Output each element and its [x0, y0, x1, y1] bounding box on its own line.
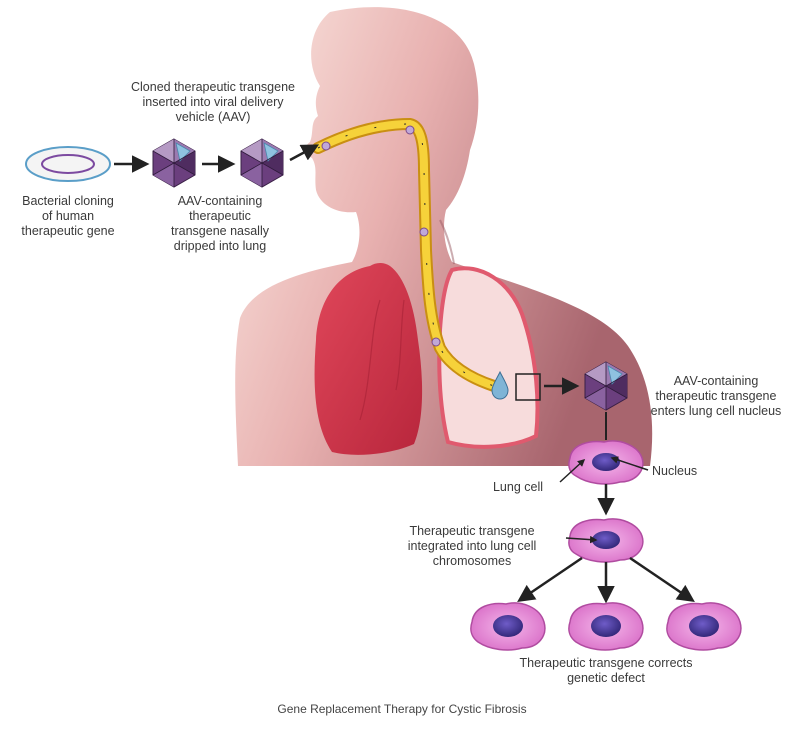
figure-caption: Gene Replacement Therapy for Cystic Fibr…: [0, 702, 804, 716]
label-lung-cell: Lung cell: [478, 480, 558, 495]
label-line: vehicle (AAV): [108, 110, 318, 125]
label-line: of human: [8, 209, 128, 224]
label-line: Therapeutic transgene corrects: [486, 656, 726, 671]
label-line: Bacterial cloning: [8, 194, 128, 209]
lung-cell-1: [569, 441, 643, 484]
label-line: AAV-containing: [632, 374, 800, 389]
left-lung-red: [315, 263, 423, 455]
corrected-cell-center: [569, 603, 643, 650]
aav-virus-icon-1: [153, 139, 195, 187]
label-nucleus: Nucleus: [652, 464, 732, 479]
label-line: genetic defect: [486, 671, 726, 686]
label-corrects: Therapeutic transgene corrects genetic d…: [486, 656, 726, 686]
corrected-cell-right: [667, 603, 741, 650]
label-line: therapeutic gene: [8, 224, 128, 239]
label-bacterial-cloning: Bacterial cloning of human therapeutic g…: [8, 194, 128, 239]
label-line: inserted into viral delivery: [108, 95, 318, 110]
label-line: integrated into lung cell: [382, 539, 562, 554]
label-line: Cloned therapeutic transgene: [108, 80, 318, 95]
label-line: Therapeutic transgene: [382, 524, 562, 539]
arrow-branch-right: [630, 558, 692, 600]
label-line: Lung cell: [478, 480, 558, 495]
corrected-cell-left: [471, 603, 545, 650]
label-line: enters lung cell nucleus: [632, 404, 800, 419]
plasmid-icon: [26, 147, 110, 181]
label-line: chromosomes: [382, 554, 562, 569]
label-line: therapeutic transgene: [632, 389, 800, 404]
label-line: AAV-containing: [150, 194, 290, 209]
lung-cell-2: [569, 519, 643, 562]
aav-virus-icon-2: [241, 139, 283, 187]
label-line: transgene nasally: [150, 224, 290, 239]
label-aav-nasal: AAV-containing therapeutic transgene nas…: [150, 194, 290, 254]
label-cloned-transgene: Cloned therapeutic transgene inserted in…: [108, 80, 318, 125]
label-aav-enters-nucleus: AAV-containing therapeutic transgene ent…: [632, 374, 800, 419]
label-line: therapeutic: [150, 209, 290, 224]
label-line: Nucleus: [652, 464, 732, 479]
label-line: dripped into lung: [150, 239, 290, 254]
label-integrated: Therapeutic transgene integrated into lu…: [382, 524, 562, 569]
